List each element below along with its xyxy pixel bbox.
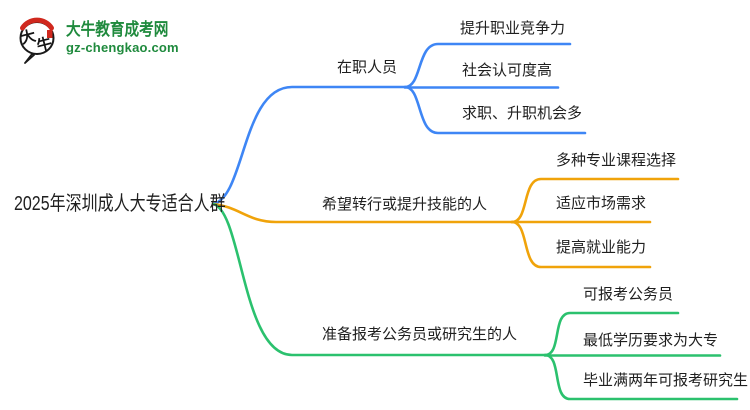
branch1-child1-line: [403, 42, 572, 89]
branch2-child1-label: 多种专业课程选择: [556, 152, 677, 169]
branch1-parent-line: [211, 85, 407, 206]
branch1-child1-label: 提升职业竞争力: [460, 20, 566, 37]
svg-text:牛: 牛: [35, 34, 54, 55]
branch3-label: 准备报考公务员或研究生的人: [322, 326, 518, 343]
site-logo-text: 大牛教育成考网 gz-chengkao.com: [66, 12, 185, 56]
branch2-child1-line: [510, 177, 680, 224]
daniu-bubble-seal-icon: 大 牛: [19, 17, 55, 64]
branch2-child2-label: 适应市场需求: [556, 195, 647, 212]
branch2-child3-label: 提高就业能力: [556, 239, 647, 256]
svg-text:大: 大: [19, 27, 38, 48]
branch2-label: 希望转行或提升技能的人: [322, 196, 488, 213]
branch1-child2-label: 社会认可度高: [462, 62, 553, 79]
site-logo-url: gz-chengkao.com: [66, 40, 179, 55]
site-logo[interactable]: 大 牛 大牛教育成考网 gz-chengkao.com: [14, 12, 185, 64]
branch3-child1-label: 可报考公务员: [583, 286, 674, 303]
branch3-child1-line: [543, 311, 680, 357]
branch3-child3-line: [543, 353, 739, 401]
branch1-child3-line: [403, 85, 587, 135]
site-logo-title: 大牛教育成考网: [66, 20, 169, 39]
branch3-child2-label: 最低学历要求为大专: [583, 332, 719, 349]
branch3-parent-line: [211, 202, 547, 357]
branch1-child3-label: 求职、升职机会多: [462, 105, 583, 122]
branch3-child3-label: 毕业满两年可报考研究生: [583, 372, 749, 389]
branch2-parent-line: [211, 202, 514, 224]
branch1-label: 在职人员: [337, 59, 398, 76]
root-topic: 2025年深圳成人大专适合人群: [14, 193, 226, 215]
branch2-child3-line: [510, 220, 652, 269]
